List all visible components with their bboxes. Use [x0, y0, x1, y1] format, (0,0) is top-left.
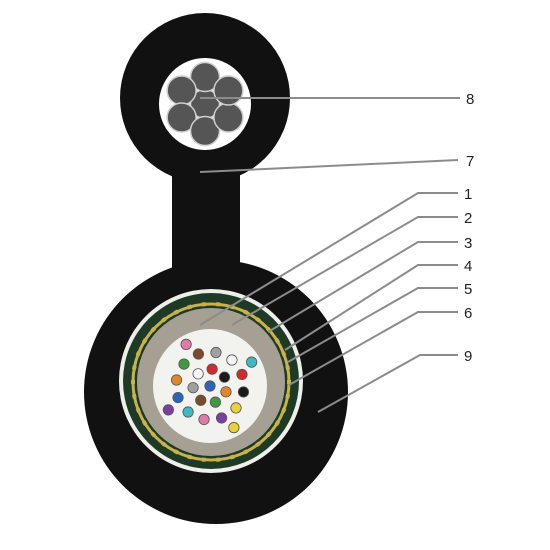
leader-1: [199, 192, 458, 326]
optical-fibre: [187, 382, 199, 394]
optical-fibre: [170, 374, 183, 386]
armor-tape-bead: [135, 407, 141, 413]
armor-tape-bead: [201, 457, 206, 462]
armor-tape-bead: [173, 309, 179, 315]
armor-tape-bead: [161, 316, 167, 323]
cable-core: [119, 289, 303, 473]
optical-fibre: [220, 386, 232, 398]
armor-tape-bead: [187, 304, 193, 310]
armor-tape-bead: [285, 393, 291, 399]
leader-lines: [199, 97, 460, 413]
leader-6: [288, 311, 458, 386]
steel-strand: [189, 115, 221, 147]
armor-tape-bead: [274, 420, 281, 426]
optical-fibre: [182, 406, 194, 418]
callout-6: 6: [464, 305, 472, 322]
armor-tape-bead: [255, 316, 261, 323]
callout-2: 2: [464, 210, 472, 227]
optical-fibre: [206, 363, 218, 375]
armor-tape-bead: [131, 365, 137, 371]
callout-labels: 8 7 1 2 3 4 5 6 9: [464, 91, 474, 365]
optical-fibre: [237, 386, 250, 398]
callout-4: 4: [464, 258, 472, 275]
optical-fibre: [195, 394, 207, 406]
leader-7: [199, 159, 459, 173]
optical-fibre: [178, 358, 190, 370]
armor-tape-bead: [150, 431, 157, 438]
callout-9: 9: [464, 348, 472, 365]
optical-fibre: [192, 368, 204, 380]
leader-2: [231, 216, 458, 326]
optical-fibre: [162, 404, 174, 416]
armor-tape-bead: [201, 302, 206, 307]
optical-fibre: [198, 413, 210, 426]
steel-strand: [166, 75, 197, 106]
steel-strand: [213, 102, 244, 133]
armor-tape-bead: [161, 441, 167, 448]
optical-fibre: [226, 354, 238, 366]
armor-tape-bead: [243, 309, 249, 315]
armor-tape-bead: [216, 457, 221, 462]
armor-tape-bead: [131, 393, 137, 399]
steel-strand: [189, 61, 221, 93]
optical-fibres: [162, 338, 258, 434]
optical-fibre: [204, 380, 216, 392]
callout-8: 8: [466, 91, 474, 108]
callout-7: 7: [466, 153, 474, 170]
armor-tape-bead: [274, 338, 281, 344]
messenger-wire: [159, 58, 251, 150]
armor-tape-bead: [173, 449, 179, 455]
callout-1: 1: [464, 186, 472, 203]
leader-3: [267, 241, 458, 333]
armor-tape-bead: [287, 380, 291, 384]
callout-5: 5: [464, 281, 472, 298]
steel-strand: [166, 102, 197, 133]
steel-strands: [166, 61, 244, 147]
armor-tape-bead: [150, 326, 157, 333]
leader-4: [284, 264, 458, 351]
armor-tape-bead: [281, 351, 287, 357]
optical-fibre: [209, 396, 221, 408]
optical-fibre: [172, 391, 184, 404]
optical-fibre: [236, 368, 248, 381]
optical-fibre: [218, 371, 231, 383]
armor-tape-bead: [229, 454, 235, 460]
optical-fibre: [230, 402, 242, 414]
optical-fibre: [215, 412, 228, 424]
optical-fibre: [180, 338, 192, 350]
armor-tape-bead: [255, 441, 261, 448]
armor-tape-bead: [285, 365, 291, 371]
armor-tape-bead: [187, 454, 193, 460]
optical-fibre: [210, 346, 222, 359]
leader-5: [287, 287, 458, 363]
armor-tape-bead: [135, 351, 141, 357]
armor-tape-bead: [131, 380, 135, 384]
leader-9: [317, 354, 458, 413]
armor-tape-bead: [281, 407, 287, 413]
armor-tape-bead: [141, 420, 148, 426]
armor-tape-beads: [131, 302, 291, 462]
steel-strand: [213, 75, 244, 106]
armor-tape-bead: [141, 338, 148, 344]
optical-fibre: [246, 356, 258, 368]
armor-tape-bead: [243, 449, 249, 455]
optical-fibre: [228, 422, 240, 434]
callout-3: 3: [464, 235, 472, 252]
armor-tape-bead: [265, 431, 272, 438]
armor-tape-bead: [216, 302, 221, 307]
optical-fibre: [192, 348, 205, 360]
